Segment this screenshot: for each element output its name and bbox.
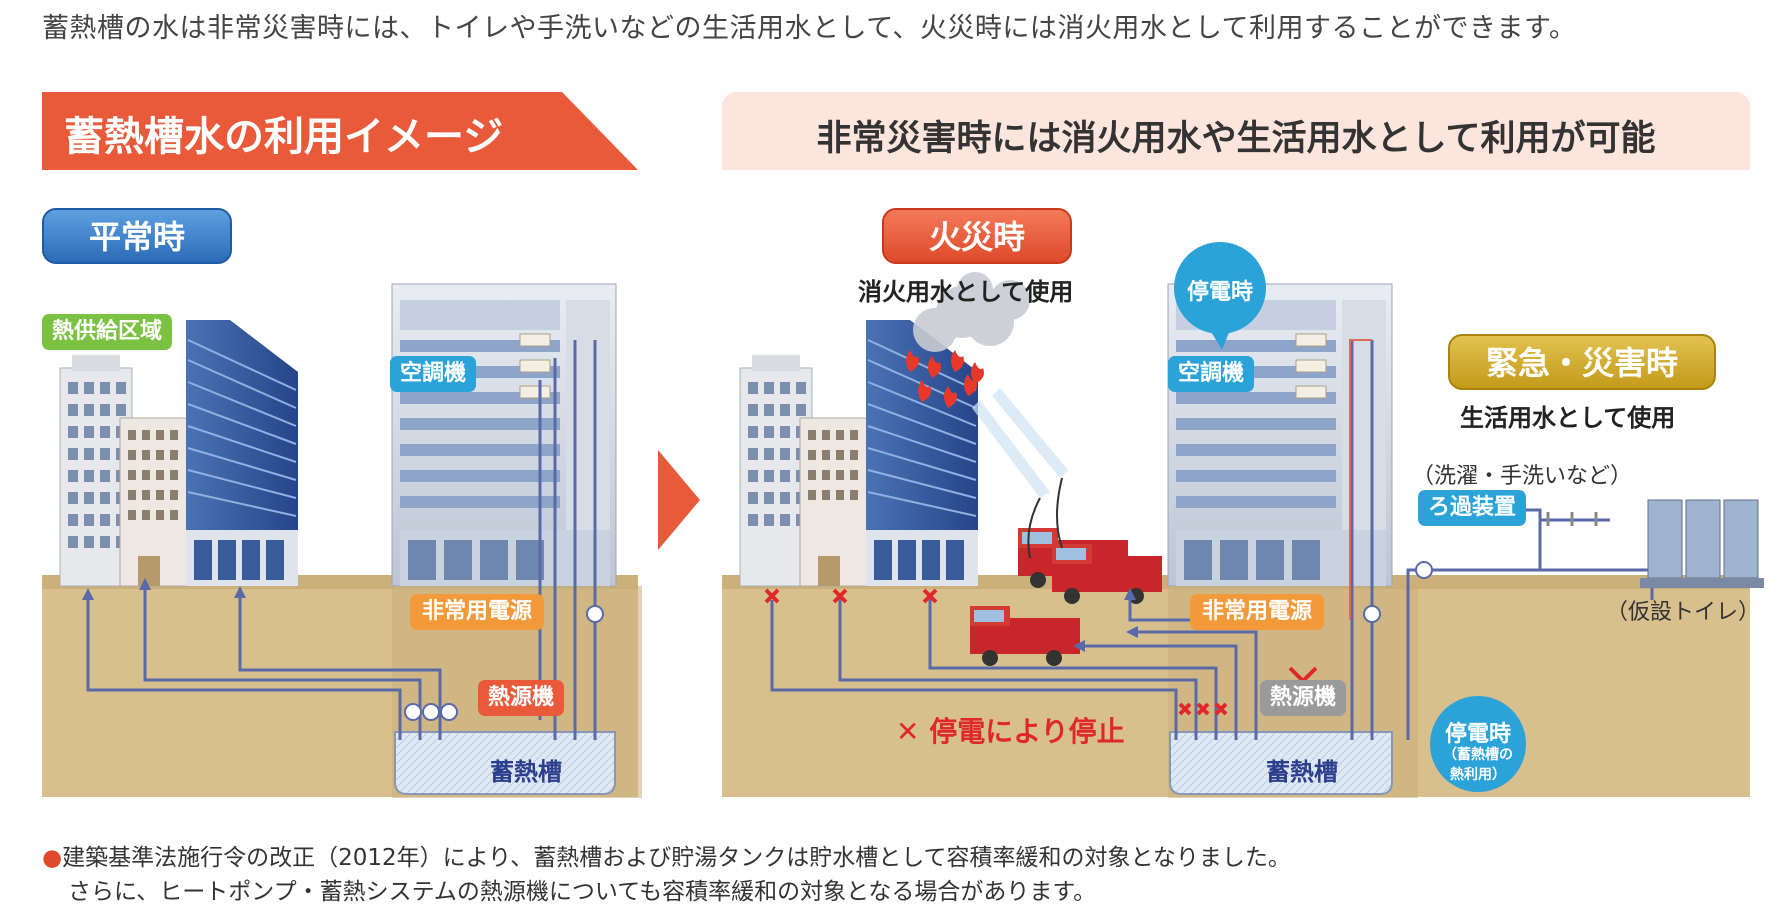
filter-device-tag: ろ過装置	[1418, 490, 1527, 526]
footnote-line-1: ●建築基準法施行令の改正（2012年）により、蓄熱槽および貯湯タンクは貯水槽とし…	[42, 838, 1291, 872]
outage-bubble-text: 停電時	[1186, 280, 1253, 305]
banner-left-shape	[42, 92, 638, 170]
storage-tank-left	[394, 731, 616, 795]
arrow-right-icon	[658, 450, 700, 550]
building-hotel-right	[799, 417, 871, 587]
pump-icon-right	[1363, 561, 1433, 623]
air-conditioner-tag-right: 空調機	[1168, 356, 1255, 392]
outage-heat-title: 停電時	[1444, 722, 1511, 747]
emergency-power-tag-right: 非常用電源	[1190, 594, 1325, 630]
pipe-arrowheads-right	[1073, 588, 1138, 652]
footnote-bullet: ●	[42, 845, 63, 871]
outage-heat-note-1: （蓄熱槽の	[1443, 747, 1513, 763]
water-spray	[972, 388, 1068, 498]
building-hotel-left	[119, 417, 191, 587]
heat-source-tag-right: 熱源機	[1260, 680, 1347, 716]
banner-right-shape	[722, 92, 1750, 170]
building-burning-tower	[866, 320, 978, 586]
stop-text: 停電により停止	[929, 715, 1125, 748]
daily-use-subtitle: 生活用水として使用	[1460, 404, 1676, 432]
building-office-left	[391, 283, 617, 587]
temporary-toilet-label: （仮設トイレ）	[1606, 600, 1761, 625]
faucet-icon	[1546, 512, 1598, 526]
emergency-disaster-pill: 緊急・災害時	[1448, 334, 1716, 390]
heat-supply-district-tag: 熱供給区域	[42, 314, 173, 350]
banner-left-title: 蓄熱槽水の利用イメージ	[64, 114, 504, 160]
banner-right-title: 非常災害時には消火用水や生活用水として利用が可能	[816, 119, 1656, 159]
outage-bubble-shape	[1174, 242, 1266, 350]
pump-icon	[404, 605, 604, 721]
air-conditioner-tag-left: 空調機	[390, 356, 477, 392]
fire-use-subtitle: 消火用水として使用	[858, 278, 1074, 306]
pipes-left	[86, 340, 597, 740]
intro-text: 蓄熱槽の水は非常災害時には、トイレや手洗いなどの生活用水として、火災時には消火用…	[42, 13, 1577, 44]
outage-heat-bubble-shape	[1430, 696, 1526, 792]
power-outage-stop-label: ✕ 停電により停止	[896, 710, 1125, 750]
pipe-arrowheads-left	[82, 578, 246, 600]
fire-time-pill: 火災時	[882, 208, 1072, 264]
smoke-icon	[913, 272, 1030, 352]
footnote-line-2: さらに、ヒートポンプ・蓄熱システムの熱源機についても容積率緩和の対象となる場合が…	[68, 879, 1097, 905]
storage-tank-right	[1169, 731, 1393, 795]
fire-truck-icon	[970, 477, 1162, 666]
uses-note: （洗濯・手洗いなど）	[1412, 464, 1633, 489]
power-line	[1349, 339, 1372, 620]
emergency-power-tag-left: 非常用電源	[410, 594, 545, 630]
footnote-text-1: 建築基準法施行令の改正（2012年）により、蓄熱槽および貯湯タンクは貯水槽として…	[62, 845, 1291, 871]
heat-source-tag-left: 熱源機	[478, 680, 565, 716]
outage-heat-note-2: 熱利用）	[1450, 767, 1506, 783]
fire-flame-icon	[906, 350, 984, 408]
portable-toilet-icon	[1640, 499, 1764, 588]
storage-tank-label-left: 蓄熱槽	[490, 758, 562, 786]
stop-cross-icon: ✕	[896, 715, 920, 748]
building-glass-tower-left	[186, 320, 298, 586]
storage-tank-label-right: 蓄熱槽	[1266, 758, 1338, 786]
normal-time-pill: 平常時	[42, 208, 232, 264]
